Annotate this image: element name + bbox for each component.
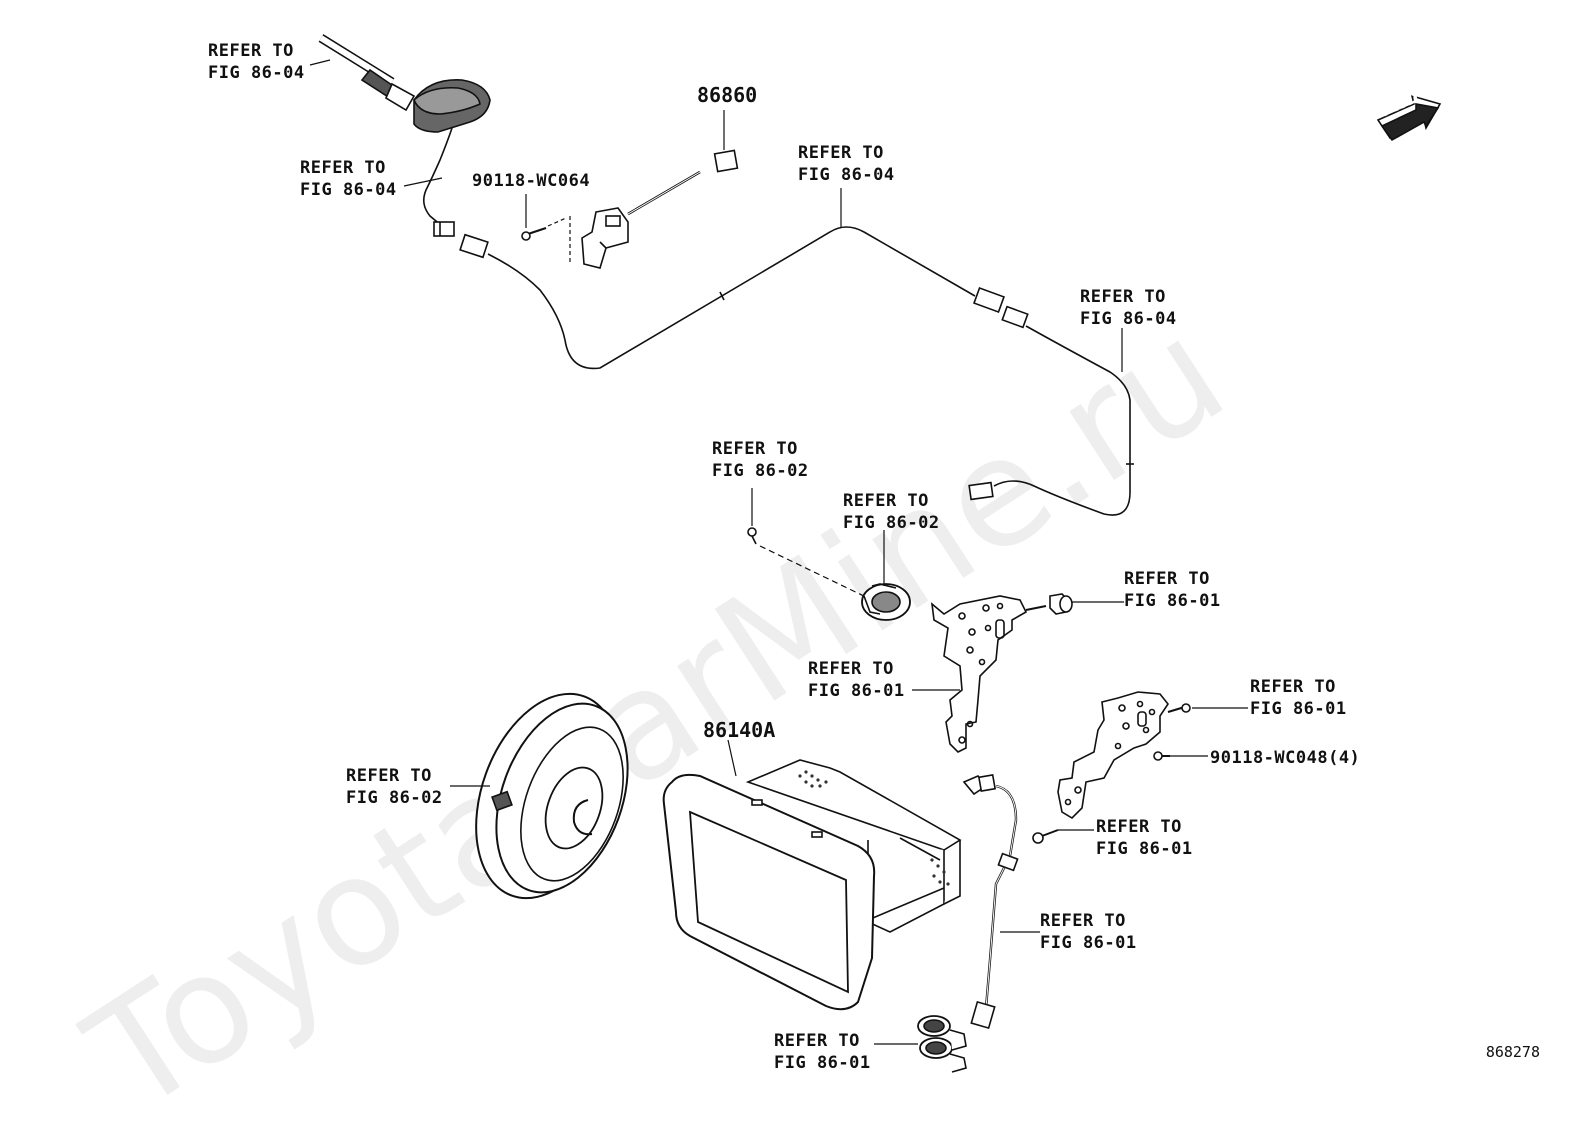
- refer-label-speaker-ring[interactable]: REFER TO FIG 86-02: [843, 491, 940, 533]
- cable-connector-mid[interactable]: [973, 287, 1005, 313]
- tweeter-ring[interactable]: [861, 583, 911, 621]
- refer-label-cable-right[interactable]: REFER TO FIG 86-04: [1080, 287, 1177, 329]
- mounting-bracket-right[interactable]: [1057, 691, 1191, 820]
- screw-mid[interactable]: [747, 527, 757, 545]
- screw-90118-wc048[interactable]: [1153, 751, 1170, 761]
- refer-label-bracket-right[interactable]: REFER TO FIG 86-01: [1250, 677, 1347, 719]
- refer-label-speaker-left[interactable]: REFER TO FIG 86-02: [346, 766, 443, 808]
- wire-harness[interactable]: [962, 773, 1019, 1030]
- speaker[interactable]: [450, 674, 652, 918]
- part-number-connector[interactable]: 86860: [697, 83, 758, 107]
- part-number-navigation-receiver[interactable]: 86140A: [703, 718, 776, 742]
- refer-label-usb-port[interactable]: REFER TO FIG 86-01: [774, 1031, 871, 1073]
- screw-bottom[interactable]: [1032, 829, 1059, 844]
- refer-label-antenna-top[interactable]: REFER TO FIG 86-04: [208, 41, 305, 83]
- antenna-connector[interactable]: [433, 221, 455, 237]
- screw-90118-wc064[interactable]: [521, 227, 547, 241]
- refer-label-screw-bottom[interactable]: REFER TO FIG 86-01: [1096, 817, 1193, 859]
- end-connector[interactable]: [968, 481, 994, 501]
- nut-right[interactable]: [1049, 593, 1073, 615]
- cable-connector-right[interactable]: [1001, 305, 1029, 329]
- refer-label-antenna-cable[interactable]: REFER TO FIG 86-04: [300, 158, 397, 200]
- part-number-screw-bracket[interactable]: 90118-WC048(4): [1210, 748, 1361, 768]
- refer-label-cable-mid[interactable]: REFER TO FIG 86-04: [798, 143, 895, 185]
- parts-diagram: [309, 34, 1442, 1073]
- fwd-arrow: [1376, 94, 1442, 142]
- figure-number: 868278: [1485, 1043, 1540, 1061]
- refer-label-bracket-left[interactable]: REFER TO FIG 86-01: [808, 659, 905, 701]
- usb-port[interactable]: [917, 1015, 967, 1073]
- connector-bracket-86860[interactable]: [581, 110, 739, 269]
- refer-label-nut-right[interactable]: REFER TO FIG 86-01: [1124, 569, 1221, 611]
- refer-label-harness[interactable]: REFER TO FIG 86-01: [1040, 911, 1137, 953]
- roof-antenna[interactable]: [318, 34, 491, 133]
- cable-connector-left[interactable]: [459, 233, 489, 259]
- part-number-screw-top[interactable]: 90118-WC064: [472, 171, 591, 191]
- refer-label-screw-mid[interactable]: REFER TO FIG 86-02: [712, 439, 809, 481]
- mounting-bracket-left[interactable]: [930, 595, 1047, 753]
- navigation-receiver-86140a[interactable]: [662, 759, 962, 1011]
